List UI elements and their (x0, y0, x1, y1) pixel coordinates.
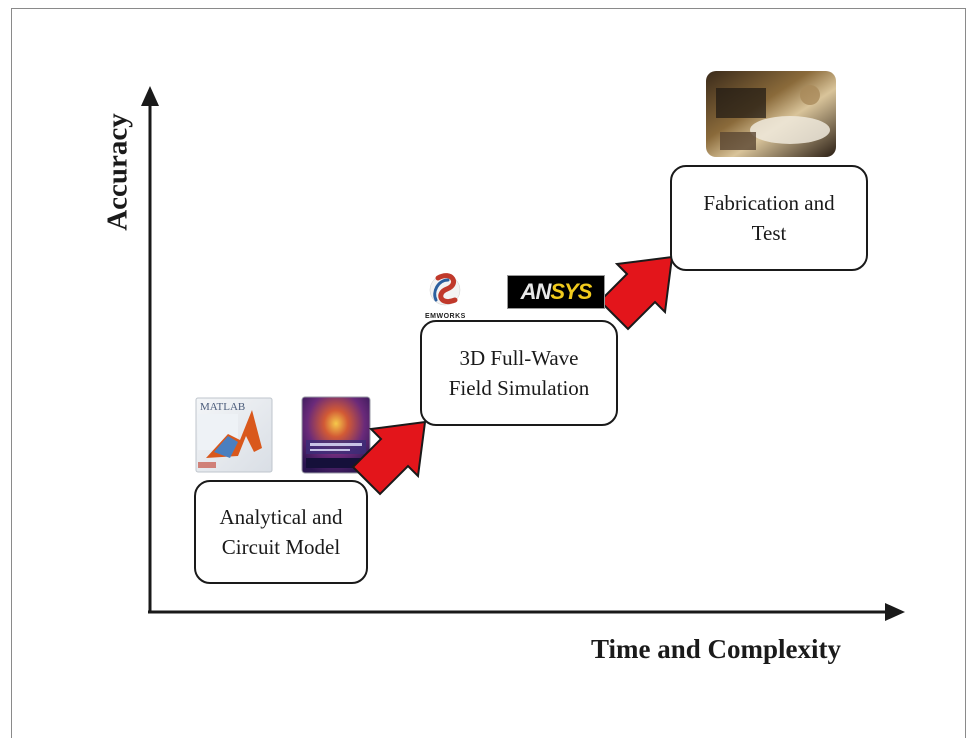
ansys-logo-text: ANSYS (508, 276, 604, 308)
x-axis (148, 603, 905, 621)
matlab-logo-text: MATLAB (200, 401, 246, 413)
emworks-logo-text: EMWORKS (425, 313, 466, 320)
y-axis-label: Accuracy (101, 113, 134, 231)
matlab-logo (195, 397, 273, 473)
slide-frame (11, 8, 966, 738)
stage-box-line: Test (751, 221, 787, 245)
x-axis-label: Time and Complexity (591, 634, 842, 664)
fabrication-photo (706, 71, 836, 157)
stage-box-line: Analytical and (219, 505, 343, 529)
progress-arrow-2 (598, 255, 674, 331)
y-axis (141, 86, 159, 612)
ads-software-logo (301, 396, 371, 474)
emworks-logo (429, 273, 461, 306)
stage-box-fabrication-test: Fabrication and Test (670, 165, 868, 271)
y-axis-arrowhead (141, 86, 159, 106)
ansys-logo-prefix: AN (520, 279, 552, 304)
stage-box-line: Fabrication and (703, 191, 835, 215)
stage-box-line: Circuit Model (221, 535, 341, 559)
stage-box-line: 3D Full-Wave (459, 346, 579, 370)
ansys-logo: ANSYS (507, 275, 605, 309)
ansys-logo-suffix: SYS (550, 279, 592, 304)
stage-box-line: Field Simulation (448, 376, 590, 400)
stage-box-full-wave-simulation: 3D Full-Wave Field Simulation (420, 320, 618, 426)
x-axis-arrowhead (885, 603, 905, 621)
stage-box-analytical-model: Analytical and Circuit Model (194, 480, 368, 584)
